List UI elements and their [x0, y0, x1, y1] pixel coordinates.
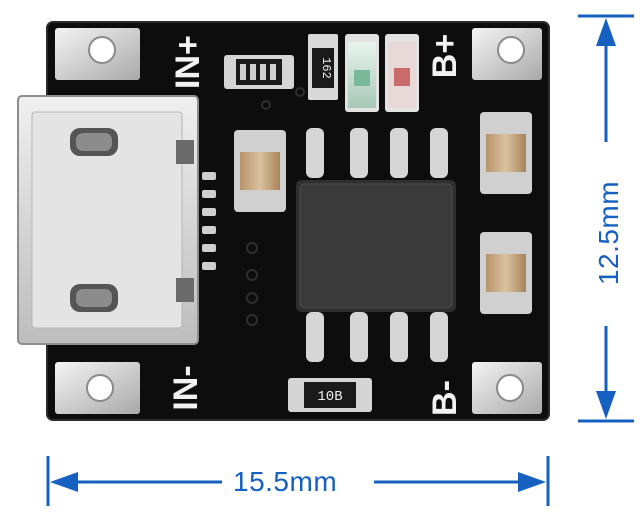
led-green [345, 34, 379, 112]
vias [246, 87, 305, 326]
mounting-pad-bottom-right [472, 362, 542, 414]
usb-pins [202, 172, 216, 270]
mounting-pad-top-left [55, 28, 140, 80]
resistor-bottom: 10B [288, 378, 372, 412]
ic-top-pads [306, 128, 448, 178]
resistor-code-top: 162 [319, 57, 333, 79]
silk-label-in-minus: IN- [167, 365, 205, 410]
silk-label-b-plus: B+ [426, 34, 464, 78]
resistor-code-bottom: 10B [317, 389, 342, 405]
micro-usb-connector [17, 95, 199, 345]
dimension-line-width [46, 456, 550, 506]
ic-chip [296, 180, 456, 312]
dimension-width-label: 15.5mm [233, 466, 338, 497]
resistor-162: 162 [308, 34, 338, 100]
resistor-top [224, 55, 294, 89]
capacitor-right-top [480, 112, 532, 194]
mounting-pad-bottom-left [55, 362, 140, 414]
dimension-height-label: 12.5mm [593, 180, 624, 286]
mounting-pad-top-right [472, 28, 542, 80]
capacitor-left [234, 130, 286, 212]
silk-label-in-plus: IN+ [169, 35, 207, 89]
dimension-line-height [578, 14, 634, 423]
silk-label-b-minus: B- [426, 380, 464, 416]
ic-bottom-pads [306, 312, 448, 362]
led-red [385, 34, 419, 112]
capacitor-right-bottom [480, 232, 532, 314]
